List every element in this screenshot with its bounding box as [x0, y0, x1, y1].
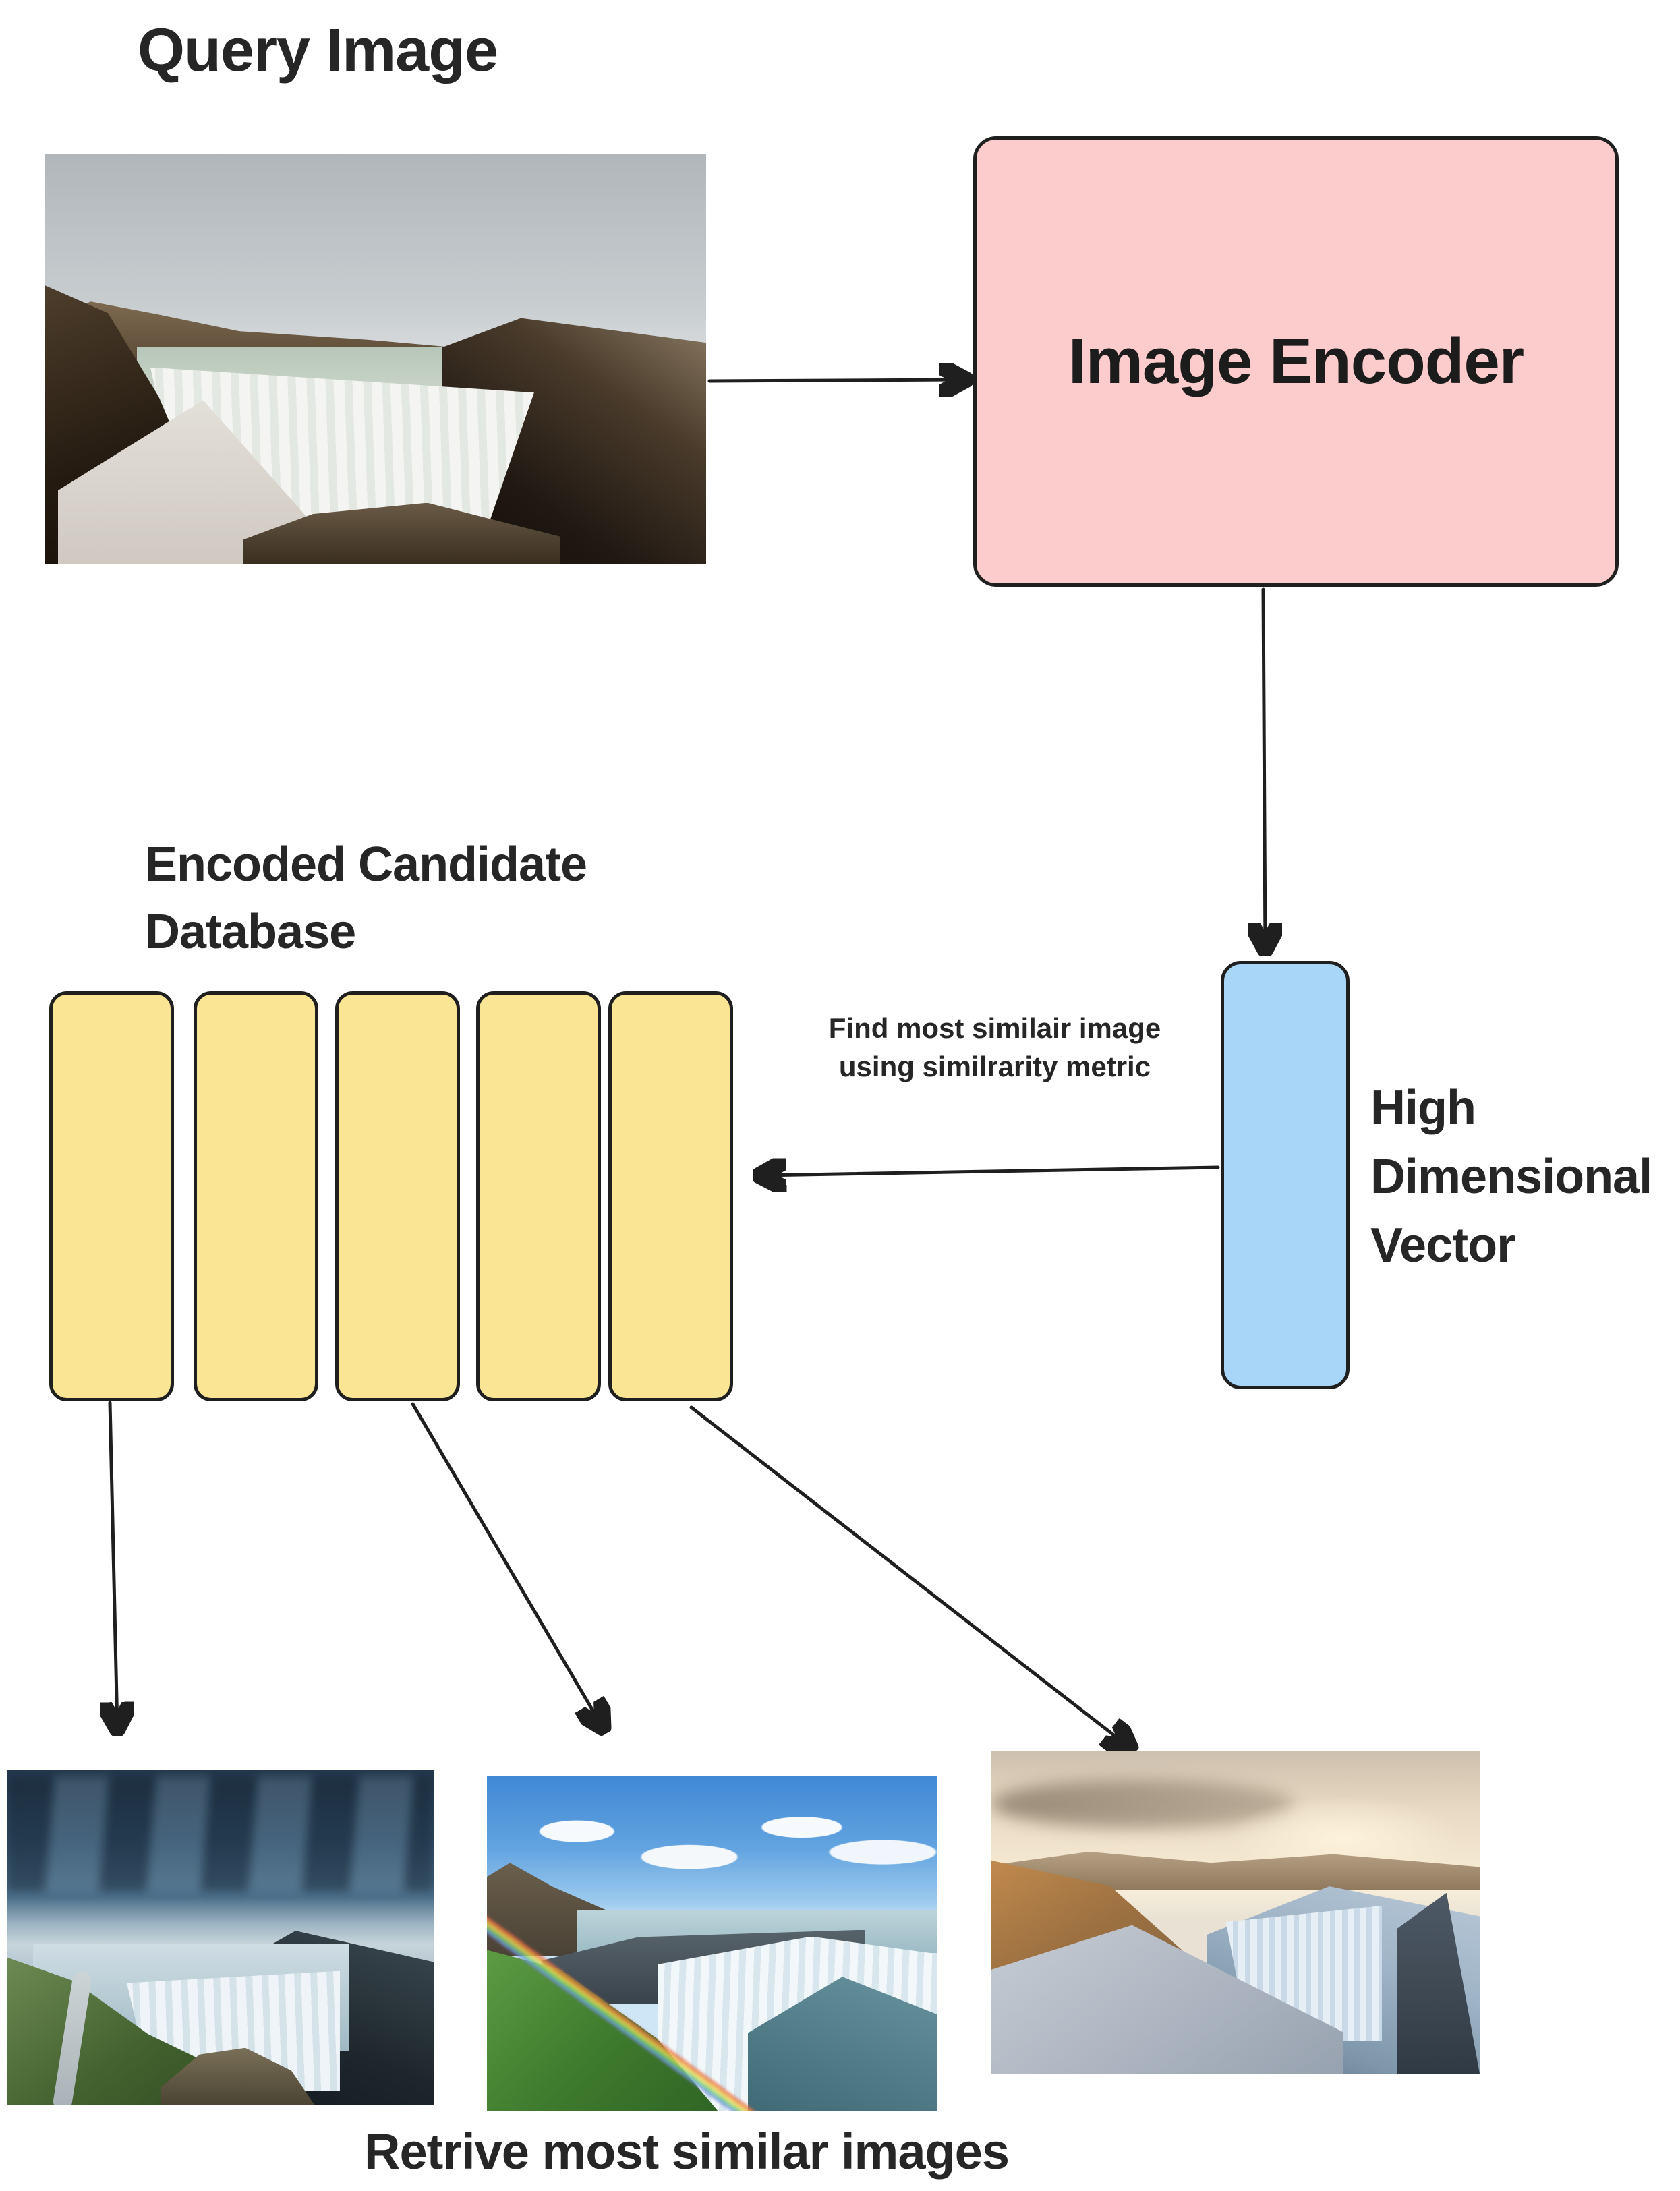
encoded-vector-bar-4	[476, 991, 601, 1401]
image-encoder-label: Image Encoder	[1068, 325, 1524, 397]
vector-label-line1: High	[1370, 1081, 1476, 1135]
query-image-title: Query Image	[138, 17, 498, 84]
result-image-2	[487, 1776, 937, 2111]
result-image-1	[7, 1770, 434, 2105]
vector-label-line2: Dimensional	[1370, 1150, 1652, 1204]
similarity-annotation-line1: Find most similair image	[828, 1012, 1161, 1044]
image-encoder-box: Image Encoder	[973, 136, 1619, 587]
result2-clouds	[487, 1799, 937, 1880]
bar5-to-result3-arrow-icon	[689, 1405, 1130, 1748]
query-image-photo	[45, 154, 706, 564]
bottom-caption: Retrive most similar images	[364, 2124, 1010, 2180]
bar1-to-result1-arrow-icon	[110, 1401, 117, 1729]
database-label: Encoded Candidate Database	[145, 831, 587, 966]
result1-clouds	[7, 1776, 434, 1891]
result-image-3	[991, 1751, 1480, 2074]
encoded-vector-bar-2	[194, 991, 318, 1401]
encoder-to-vector-arrow-icon	[1263, 587, 1265, 950]
similarity-annotation: Find most similair image using similrari…	[792, 1009, 1197, 1086]
database-label-line1: Encoded Candidate	[145, 838, 587, 892]
similarity-annotation-line2: using similrarity metric	[838, 1051, 1151, 1082]
bar3-to-result2-arrow-icon	[411, 1402, 603, 1728]
encoded-vector-bar-3	[335, 991, 460, 1401]
query-to-encoder-arrow-icon	[707, 380, 966, 381]
encoded-vector-bar-5	[608, 991, 733, 1401]
high-dimensional-vector-box	[1221, 961, 1350, 1389]
database-label-line2: Database	[145, 905, 356, 959]
vector-label-line3: Vector	[1370, 1219, 1515, 1273]
high-dimensional-vector-label: High Dimensional Vector	[1370, 1074, 1652, 1280]
vector-to-database-arrow-icon	[759, 1167, 1220, 1175]
encoded-vector-bar-1	[49, 991, 174, 1401]
